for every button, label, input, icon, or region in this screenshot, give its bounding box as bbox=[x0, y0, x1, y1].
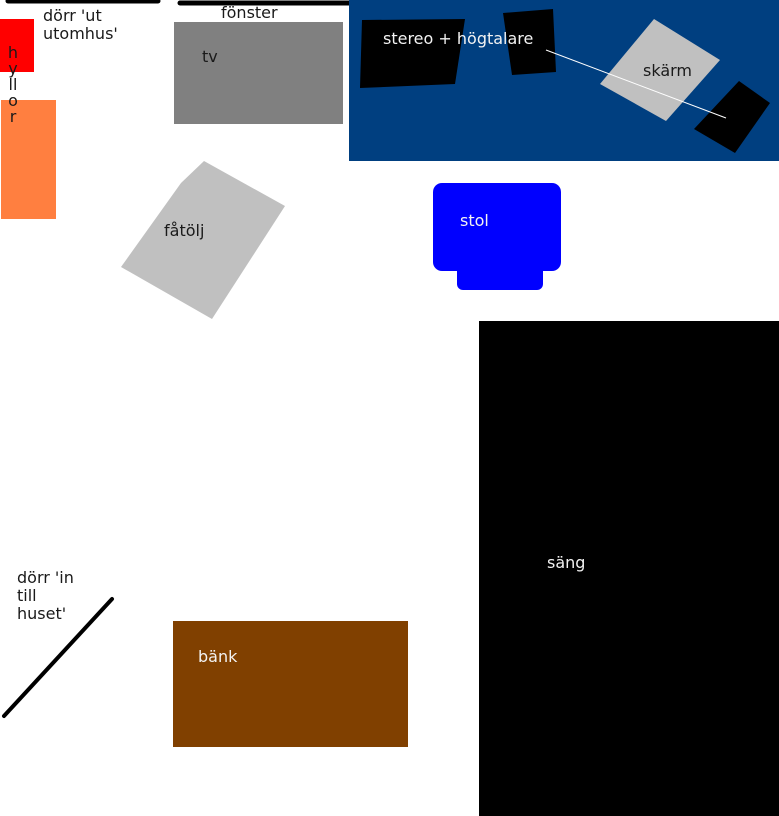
door-inside-label: dörr 'in till huset' bbox=[17, 568, 74, 623]
door-inside-line bbox=[2, 597, 114, 718]
tv-label: tv bbox=[202, 47, 218, 66]
chair-back bbox=[457, 262, 543, 290]
chair-seat bbox=[433, 183, 561, 271]
bench-block bbox=[173, 621, 408, 747]
door-outside-label: dörr 'ut utomhus' bbox=[43, 6, 118, 43]
speaker-right-block bbox=[694, 81, 770, 153]
shelves-label: hyllor bbox=[7, 43, 19, 126]
shelves-orange-block bbox=[1, 100, 56, 219]
pointer-line bbox=[545, 49, 727, 119]
armchair-label: fåtölj bbox=[164, 221, 205, 240]
chair-label: stol bbox=[460, 211, 489, 230]
bed-block bbox=[479, 321, 779, 816]
stereo-block bbox=[360, 19, 465, 88]
shelves-red-block bbox=[0, 19, 34, 72]
screen-label: skärm bbox=[643, 61, 693, 80]
screen-block bbox=[600, 19, 720, 121]
tv-block bbox=[174, 22, 343, 124]
armchair-shape bbox=[121, 161, 285, 319]
bed-label: säng bbox=[547, 553, 586, 572]
speaker-block bbox=[503, 9, 556, 75]
stereo-area-shapes bbox=[360, 9, 770, 153]
stereo-label: stereo + högtalare bbox=[383, 29, 534, 48]
bench-label: bänk bbox=[198, 647, 238, 666]
window-label: fönster bbox=[221, 3, 278, 22]
armchair-block bbox=[121, 161, 285, 319]
